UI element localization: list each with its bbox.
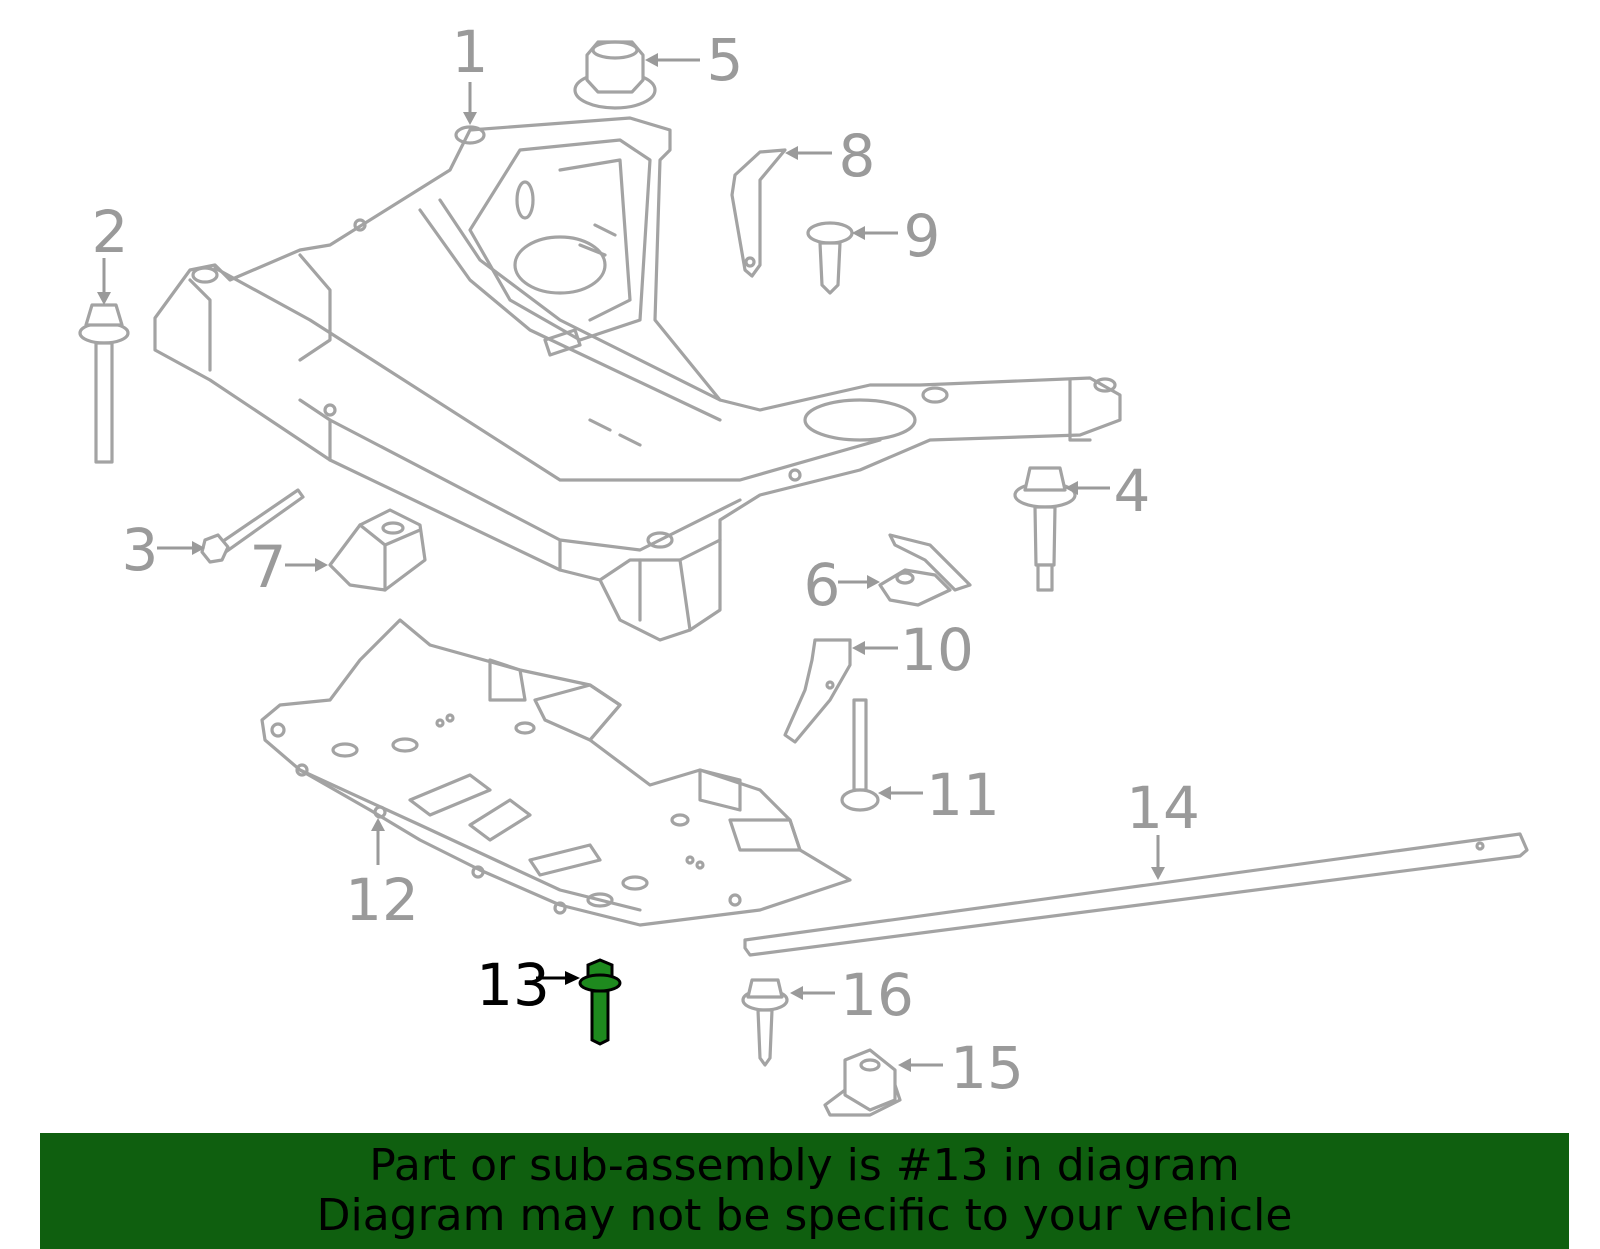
callout-arrows (97, 53, 1165, 1072)
part-2-bolt (78, 303, 130, 464)
callout-14: 14 (1126, 774, 1200, 842)
callout-11: 11 (926, 761, 1000, 829)
part-7-mount (328, 508, 427, 592)
part-14-strip (743, 832, 1529, 957)
part-15-clip (823, 1048, 902, 1117)
part-4-bolt (1013, 466, 1077, 592)
part-13-bolt-highlighted[interactable] (578, 958, 622, 1046)
callout-16: 16 (840, 961, 914, 1029)
underbody-shield (260, 618, 852, 927)
info-banner: Part or sub-assembly is #13 in diagram D… (40, 1133, 1569, 1249)
part-10-bracket (783, 638, 852, 744)
front-subframe (153, 116, 1122, 642)
callout-4: 4 (1114, 457, 1151, 525)
part-16-bolt (741, 978, 789, 1067)
part-3-bolt (200, 488, 305, 564)
callout-8: 8 (839, 122, 876, 190)
callout-6: 6 (804, 551, 841, 619)
part-11-bolt (840, 698, 880, 812)
callout-13[interactable]: 13 (476, 951, 550, 1019)
callout-2: 2 (92, 198, 129, 266)
callout-1: 1 (452, 18, 489, 86)
part-9-clip (806, 221, 854, 295)
callout-3: 3 (122, 516, 159, 584)
parts-diagram: 1 2 3 4 5 6 7 8 9 10 11 12 13 14 15 16 (78, 18, 1529, 1117)
callout-9: 9 (904, 202, 941, 270)
part-5-nut (573, 40, 657, 110)
banner-line-disclaimer: Diagram may not be specific to your vehi… (316, 1190, 1293, 1241)
callout-5: 5 (707, 26, 744, 94)
part-6-nut-plate (878, 533, 972, 607)
banner-line-part-number: Part or sub-assembly is #13 in diagram (369, 1140, 1240, 1191)
callout-7: 7 (250, 533, 287, 601)
callout-12: 12 (345, 866, 419, 934)
callout-10: 10 (900, 616, 974, 684)
callout-15: 15 (950, 1034, 1024, 1102)
part-8-bracket (730, 148, 787, 278)
